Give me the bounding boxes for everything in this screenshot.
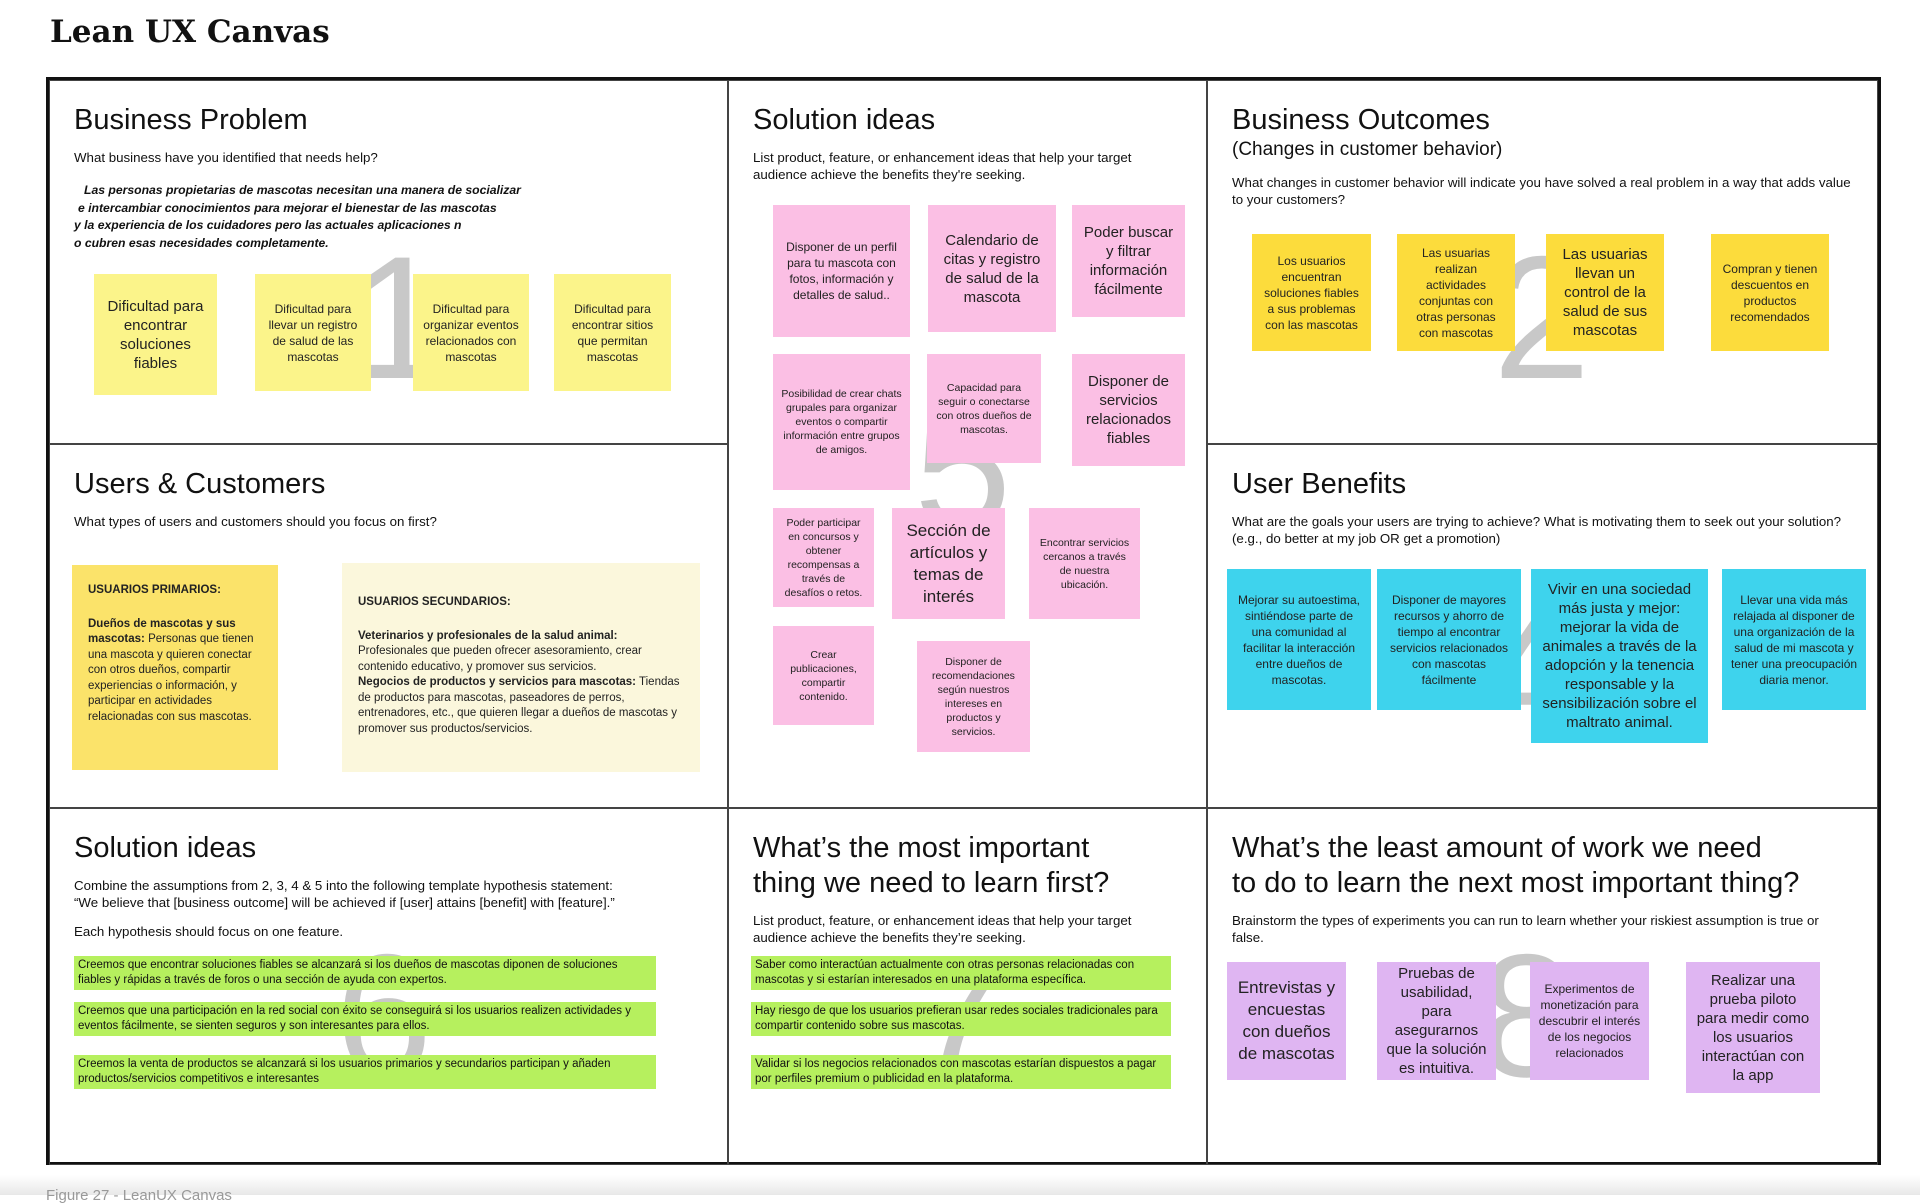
primary-users-heading: Dueños de mascotas y sus mascotas: bbox=[88, 617, 236, 646]
sticky-note: Las usuarias llevan un control de la sal… bbox=[1546, 234, 1664, 351]
sticky-note: Llevar una vida más relajada al disponer… bbox=[1722, 569, 1866, 710]
business-outcomes-subtitle: (Changes in customer behavior) bbox=[1232, 139, 1503, 160]
sticky-note: Mejorar su autoestima, sintiéndose parte… bbox=[1227, 569, 1371, 710]
hypothesis-highlight: Creemos que encontrar soluciones fiables… bbox=[74, 956, 656, 990]
users-customers-section: 3 Users & Customers What types of users … bbox=[49, 444, 728, 808]
figure-caption: Figure 27 - LeanUX Canvas bbox=[46, 1187, 232, 1204]
statement-line: Las personas propietarias de mascotas ne… bbox=[84, 183, 521, 197]
sticky-note: Entrevistas y encuestas con dueños de ma… bbox=[1227, 962, 1346, 1080]
sticky-note: Vivir en una sociedad más justa y mejor:… bbox=[1531, 569, 1708, 743]
sticky-note: Encontrar servicios cercanos a través de… bbox=[1029, 508, 1140, 619]
business-problem-section: 1 Business Problem What business have yo… bbox=[49, 80, 728, 444]
business-problem-statement: Las personas propietarias de mascotas ne… bbox=[74, 182, 544, 252]
most-important-section: 7 What’s the most important thing we nee… bbox=[728, 808, 1207, 1165]
most-important-question: List product, feature, or enhancement id… bbox=[753, 913, 1132, 945]
statement-line: o cubren esas necesidades completamente. bbox=[74, 235, 329, 250]
secondary-users-label: USUARIOS SECUNDARIOS: bbox=[358, 596, 511, 608]
most-important-title-line2: thing we need to learn first? bbox=[753, 867, 1110, 899]
sticky-note: Realizar una prueba piloto para medir co… bbox=[1686, 962, 1820, 1093]
user-benefits-question: What are the goals your users are trying… bbox=[1232, 514, 1842, 546]
sticky-note: Dificultad para encontrar soluciones fia… bbox=[94, 274, 217, 395]
secondary-users-heading-1: Veterinarios y profesionales de la salud… bbox=[358, 629, 618, 642]
business-outcomes-title: Business Outcomes bbox=[1232, 104, 1490, 136]
hypotheses-instruction-2: “We believe that [business outcome] will… bbox=[74, 895, 615, 910]
sticky-note: Los usuarios encuentran soluciones fiabl… bbox=[1252, 234, 1371, 351]
sticky-note: Compran y tienen descuentos en productos… bbox=[1711, 234, 1829, 351]
solution-ideas-question: List product, feature, or enhancement id… bbox=[753, 150, 1132, 182]
secondary-users-heading-2: Negocios de productos y servicios para m… bbox=[358, 676, 637, 688]
hypotheses-instruction-3: Each hypothesis should focus on one feat… bbox=[74, 924, 344, 939]
hypotheses-title: Solution ideas bbox=[74, 832, 257, 864]
sticky-note: Sección de artículos y temas de interés bbox=[892, 508, 1005, 619]
user-benefits-title: User Benefits bbox=[1232, 468, 1407, 500]
primary-users-label: USUARIOS PRIMARIOS: bbox=[88, 584, 221, 596]
learning-item-highlight: Validar si los negocios relacionados con… bbox=[751, 1055, 1171, 1089]
sticky-note: Disponer de un perfil para tu mascota co… bbox=[773, 205, 910, 337]
users-customers-question: What types of users and customers should… bbox=[74, 514, 437, 529]
learning-item-highlight: Hay riesgo de que los usuarios prefieran… bbox=[751, 1002, 1171, 1036]
sticky-note: Dificultad para llevar un registro de sa… bbox=[255, 274, 371, 391]
primary-users-note: USUARIOS PRIMARIOS: Dueños de mascotas y… bbox=[72, 565, 278, 770]
learning-item-highlight: Saber como interactúan actualmente con o… bbox=[751, 956, 1171, 990]
business-outcomes-question: What changes in customer behavior will i… bbox=[1232, 175, 1851, 207]
hypotheses-section: 6 Solution ideas Combine the assumptions… bbox=[49, 808, 728, 1165]
business-problem-title: Business Problem bbox=[74, 104, 308, 136]
statement-line: y la experiencia de los cuidadores pero … bbox=[74, 218, 462, 232]
sticky-note: Posibilidad de crear chats grupales para… bbox=[773, 354, 910, 490]
least-work-title-line2: to do to learn the next most important t… bbox=[1232, 867, 1800, 899]
sticky-note: Calendario de citas y registro de salud … bbox=[928, 205, 1056, 332]
least-work-section: 8 What’s the least amount of work we nee… bbox=[1207, 808, 1878, 1165]
statement-line: e intercambiar conocimientos para mejora… bbox=[78, 200, 497, 215]
business-problem-question: What business have you identified that n… bbox=[74, 150, 378, 165]
least-work-question: Brainstorm the types of experiments you … bbox=[1232, 913, 1819, 945]
primary-users-text: Personas que tienen una mascota y quiere… bbox=[88, 633, 254, 723]
sticky-note: Poder buscar y filtrar información fácil… bbox=[1072, 205, 1185, 317]
hypotheses-instruction-1: Combine the assumptions from 2, 3, 4 & 5… bbox=[74, 878, 613, 893]
secondary-users-text-2: Tiendas de productos para mascotas, pase… bbox=[358, 676, 680, 735]
solution-ideas-title: Solution ideas bbox=[753, 104, 936, 136]
sticky-note: Dificultad para organizar eventos relaci… bbox=[413, 274, 529, 391]
bottom-fade bbox=[0, 1175, 1920, 1195]
secondary-users-text-1: Profesionales que pueden ofrecer asesora… bbox=[358, 645, 642, 673]
least-work-title-line1: What’s the least amount of work we need bbox=[1232, 832, 1762, 864]
secondary-users-note: USUARIOS SECUNDARIOS: Veterinarios y pro… bbox=[342, 563, 700, 772]
sticky-note: Las usuarias realizan actividades conjun… bbox=[1397, 234, 1515, 351]
sticky-note: Capacidad para seguir o conectarse con o… bbox=[927, 354, 1041, 463]
sticky-note: Disponer de recomendaciones según nuestr… bbox=[917, 641, 1030, 752]
hypothesis-highlight: Creemos la venta de productos se alcanza… bbox=[74, 1055, 656, 1089]
sticky-note: Disponer de servicios relacionados fiabl… bbox=[1072, 354, 1185, 466]
sticky-note: Pruebas de usabilidad, para asegurarnos … bbox=[1377, 962, 1496, 1080]
users-customers-title: Users & Customers bbox=[74, 468, 326, 500]
solution-ideas-section: 5 Solution ideas List product, feature, … bbox=[728, 80, 1207, 808]
most-important-title-line1: What’s the most important bbox=[753, 832, 1090, 864]
lean-ux-canvas: 1 Business Problem What business have yo… bbox=[46, 77, 1881, 1165]
user-benefits-section: 4 User Benefits What are the goals your … bbox=[1207, 444, 1878, 808]
business-outcomes-section: 2 Business Outcomes (Changes in customer… bbox=[1207, 80, 1878, 444]
page-title: Lean UX Canvas bbox=[50, 14, 330, 50]
hypothesis-highlight: Creemos que una participación en la red … bbox=[74, 1002, 656, 1036]
sticky-note: Crear publicaciones, compartir contenido… bbox=[773, 626, 874, 725]
sticky-note: Experimentos de monetización para descub… bbox=[1530, 962, 1649, 1080]
sticky-note: Dificultad para encontrar sitios que per… bbox=[554, 274, 671, 391]
sticky-note: Poder participar en concursos y obtener … bbox=[773, 508, 874, 607]
sticky-note: Disponer de mayores recursos y ahorro de… bbox=[1377, 569, 1521, 710]
